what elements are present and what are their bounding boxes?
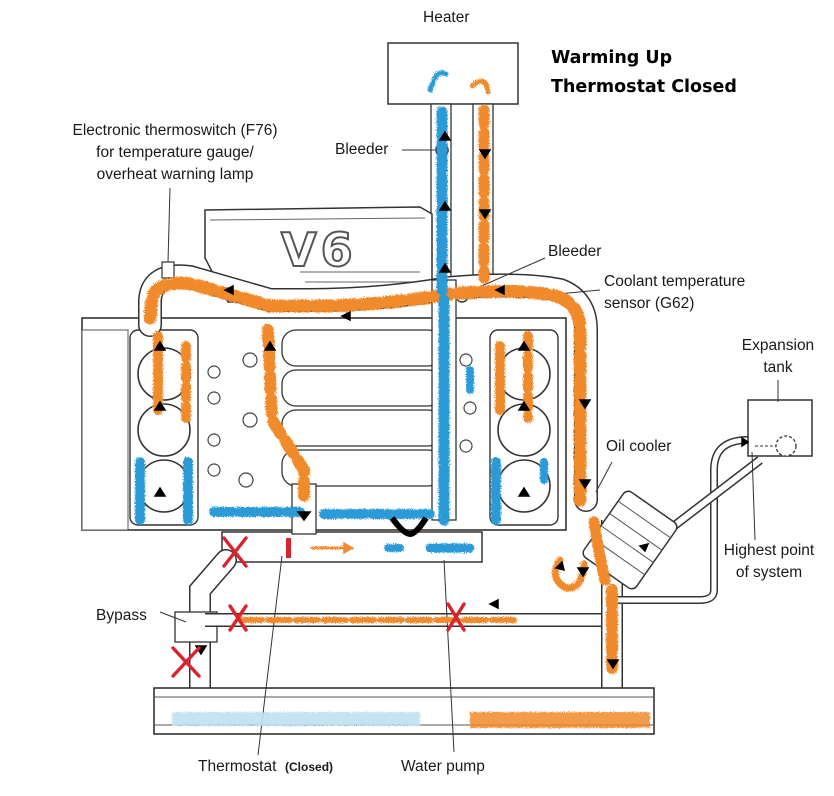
bleeder-right-label: Bleeder: [548, 243, 602, 260]
heater-label: Heater: [423, 9, 470, 26]
intake-runners: [281, 329, 443, 487]
thermostat-state-text: (Closed): [285, 760, 334, 774]
diagram-title-line1: Warming Up: [551, 48, 673, 68]
cold-coolant-flow: [135, 70, 548, 726]
left-cylinder-2: [137, 403, 191, 457]
diagram-title-line2: Thermostat Closed: [551, 77, 737, 97]
highest-point-label-line1: Highest point: [723, 542, 815, 559]
thermoswitch-label-line3: overheat warning lamp: [96, 166, 254, 183]
coolant-sensor-label-line2: sensor (G62): [604, 295, 695, 312]
thermostat-valve: [286, 538, 291, 558]
blocked-flow-marks: [171, 536, 466, 678]
right-cylinder-2: [497, 403, 551, 457]
bypass-leader: [159, 611, 187, 623]
left-cylinder-3: [137, 459, 191, 513]
expansion-tank-label-line2: tank: [763, 359, 793, 376]
port-details: [207, 352, 477, 488]
thermostat-label: Thermostat (Closed): [198, 757, 333, 777]
thermoswitch-body: [161, 261, 175, 279]
manifold-ridge: [209, 217, 426, 221]
highest-point-leader: [751, 451, 756, 541]
oil-cooler-label: Oil cooler: [606, 438, 672, 455]
oil-cooler-leader: [595, 461, 613, 493]
thermoswitch-label-line2: for temperature gauge/: [96, 144, 254, 161]
engine-block-side: [81, 329, 129, 531]
hot-coolant-flow: [143, 78, 650, 728]
thermostat-label-text: Thermostat: [198, 758, 277, 775]
water-pump-label: Water pump: [401, 758, 485, 775]
bypass-label: Bypass: [96, 607, 147, 624]
heater-box: [387, 42, 519, 105]
expansion-tank-label-line1: Expansion: [741, 337, 815, 354]
bleeder-top-label: Bleeder: [335, 141, 389, 158]
expansion-tank-cap: [775, 435, 797, 457]
coolant-sensor-label-line1: Coolant temperature: [604, 273, 746, 290]
thermoswitch-leader: [167, 187, 171, 263]
water-pump-leader: [443, 559, 455, 753]
flow-arrows: [153, 130, 750, 670]
water-pump-impeller: [389, 516, 429, 538]
highest-point-label-line2: of system: [735, 564, 803, 581]
v6-badge: V6: [281, 223, 357, 277]
thermoswitch-label-line1: Electronic thermoswitch (F76): [72, 122, 278, 139]
